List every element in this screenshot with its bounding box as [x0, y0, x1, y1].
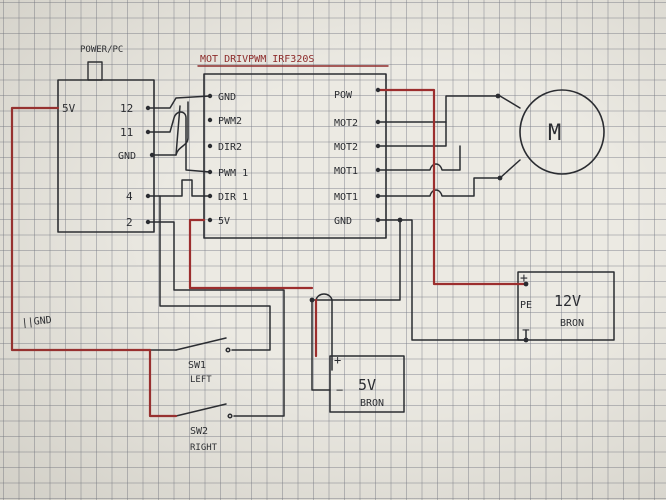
pin-dots: [145, 87, 529, 343]
arduino-pin-gnd: GND: [118, 151, 136, 162]
driver-left-pin-dir2: DIR2: [218, 142, 242, 153]
arduino-pin-11: 11: [120, 126, 133, 139]
battery-5v-name: BRON: [360, 398, 384, 409]
battery-12v-minus: −: [522, 323, 530, 338]
battery-5v-box: [329, 355, 405, 413]
driver-left-pin-5v: 5V: [218, 216, 230, 227]
driver-right-pin-mot1-b: MOT1: [334, 192, 358, 203]
arduino-pin-12: 12: [120, 102, 133, 115]
motor-symbol: [519, 89, 605, 175]
arduino-power-connector: [87, 61, 103, 81]
battery-12v-voltage: 12V: [554, 292, 581, 310]
battery-5v-minus: −: [336, 383, 343, 397]
driver-right-pin-mot2-a: MOT2: [334, 118, 358, 129]
switch-1-name: SW1: [188, 360, 206, 371]
arduino-pin-5v: 5V: [62, 102, 76, 115]
switch-1-side: LEFT: [190, 375, 212, 385]
ground-label: ||GND: [21, 315, 52, 329]
battery-12v-box: [517, 271, 615, 341]
driver-title: MOT DRIVPWM IRF320S: [200, 54, 314, 65]
motor-driver-board: [203, 73, 387, 239]
battery-12v-pe: PE: [520, 300, 532, 311]
driver-left-pin-gnd: GND: [218, 92, 236, 103]
driver-right-pin-mot2-b: MOT2: [334, 142, 358, 153]
arduino-pin-4: 4: [126, 190, 133, 203]
power-wires: [10, 88, 528, 418]
driver-left-pin-pwm1: PWM 1: [218, 168, 248, 179]
driver-right-pin-pow: POW: [334, 90, 353, 101]
arduino-power-label: POWER/PC: [80, 45, 123, 55]
motor-label: M: [548, 121, 561, 146]
battery-12v-plus: +: [520, 271, 528, 286]
arduino-pin-2: 2: [126, 216, 133, 229]
switch-2-name: SW2: [190, 426, 208, 437]
driver-right-pin-gnd: GND: [334, 216, 352, 227]
driver-left-pin-pwm2: PWM2: [218, 116, 242, 127]
arduino-board: [57, 79, 155, 233]
battery-5v-voltage: 5V: [358, 376, 376, 394]
driver-left-pin-dir1: DIR 1: [218, 192, 248, 203]
battery-5v-plus: +: [334, 353, 341, 367]
battery-12v-name: BRON: [560, 318, 584, 329]
driver-right-pin-mot1-a: MOT1: [334, 166, 358, 177]
switch-2-side: RIGHT: [190, 443, 218, 453]
